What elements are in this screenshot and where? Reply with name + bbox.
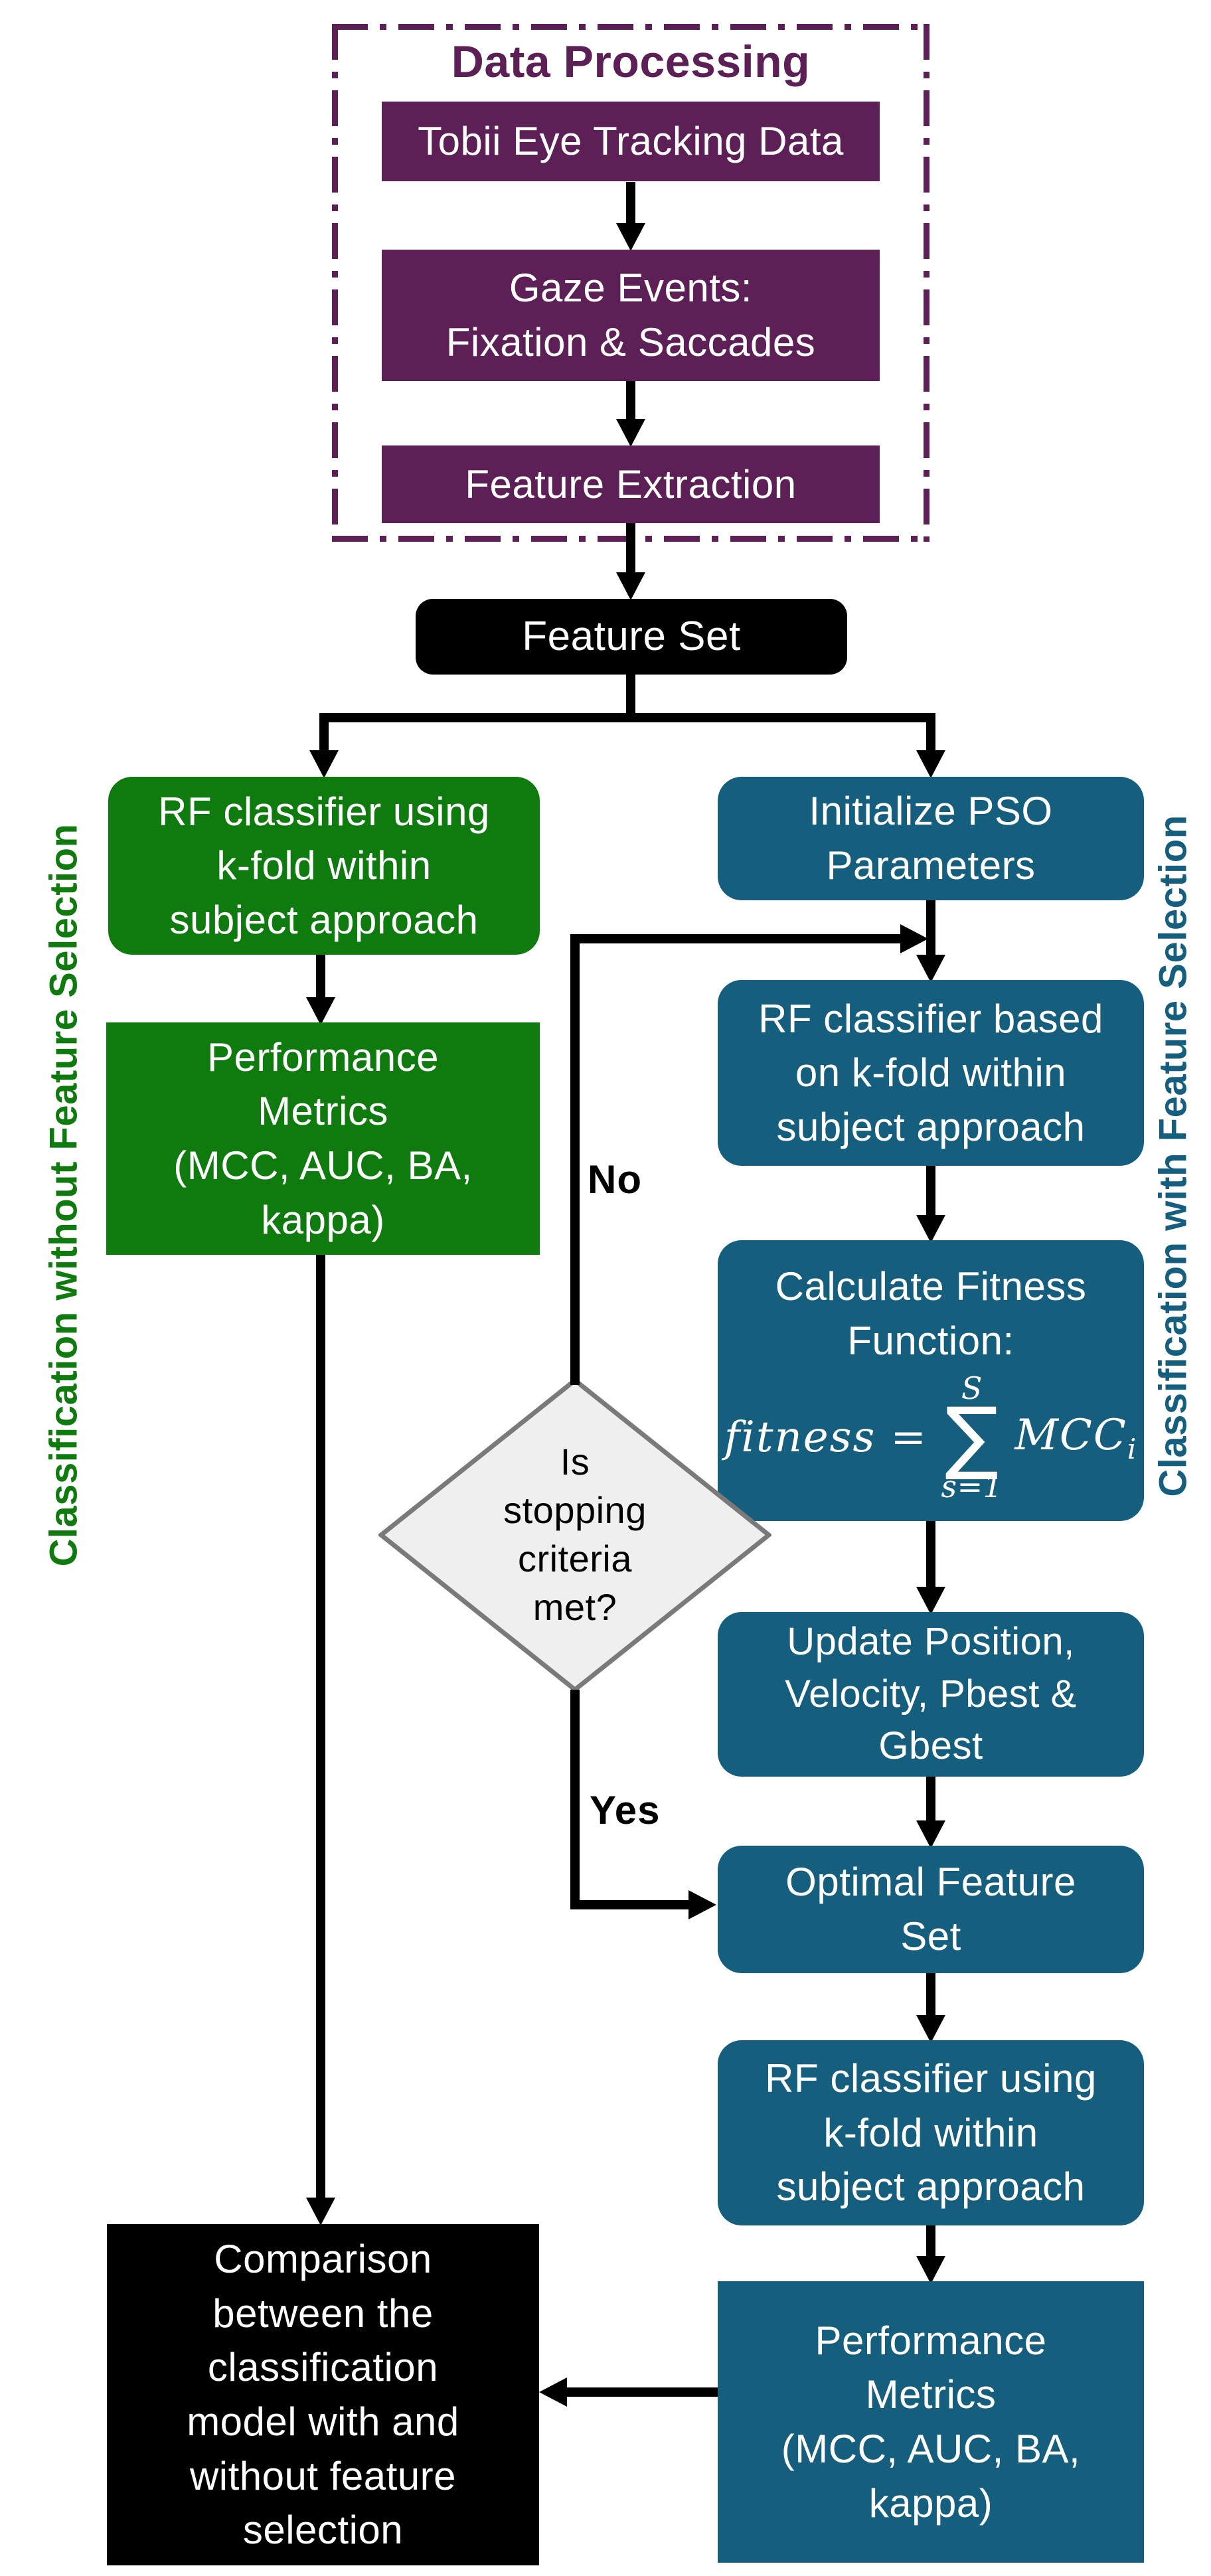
node-comparison: Comparison between the classification mo… — [107, 2224, 539, 2565]
node-feature-set: Feature Set — [416, 599, 847, 675]
data-processing-frame-top — [332, 24, 929, 30]
node-rf-classifier-without-fs: RF classifier using k-fold within subjec… — [108, 777, 540, 955]
arrow-update-to-optimal — [926, 1777, 935, 1820]
node-gaze-events: Gaze Events: Fixation & Saccades — [382, 250, 880, 381]
arrowhead-init-pso-to-rf-pso — [916, 955, 945, 983]
summation-lower-limit: s=1 — [941, 1469, 1003, 1505]
sigma-symbol: ∑ — [945, 1391, 999, 1484]
formula-equals: = — [890, 1412, 927, 1462]
node-optimal-feature-set: Optimal Feature Set — [718, 1846, 1144, 1973]
arrow-fitness-to-update — [926, 1521, 935, 1589]
node-label: Initialize PSO Parameters — [809, 789, 1053, 888]
yes-path-horizontal — [570, 1900, 691, 1909]
arrow-rf-without-to-metrics — [316, 955, 325, 1000]
node-update-position-velocity: Update Position, Velocity, Pbest & Gbest — [718, 1612, 1144, 1777]
data-processing-title: Data Processing — [451, 37, 811, 87]
arrowhead-gaze-to-feature-extraction — [616, 419, 645, 447]
node-label: RF classifier using k-fold within subjec… — [765, 2056, 1097, 2210]
summation-upper-limit: S — [961, 1370, 983, 1407]
arrowhead-tobii-to-gaze — [616, 223, 645, 251]
arrowhead-yes-path — [688, 1890, 716, 1919]
formula-rhs-text: MCC — [1014, 1411, 1127, 1461]
arrowhead-feature-extraction-to-feature-set — [616, 572, 645, 600]
decision-label: Is stopping criteria met? — [503, 1441, 647, 1628]
arrowhead-into-rf-without — [309, 750, 339, 778]
formula-rhs-subscript: i — [1127, 1432, 1138, 1465]
arrow-optimal-to-rf-optimal — [926, 1973, 935, 2018]
node-label: RF classifier based on k-fold within sub… — [758, 996, 1103, 1149]
connector-split-left-drop — [319, 713, 329, 753]
node-label: Tobii Eye Tracking Data — [418, 119, 844, 164]
yes-path-vertical — [570, 1690, 580, 1909]
node-rf-classifier-pso: RF classifier based on k-fold within sub… — [718, 980, 1144, 1166]
arrowhead-optimal-to-rf-optimal — [916, 2015, 945, 2043]
node-label: Feature Extraction — [465, 461, 797, 507]
node-label: Comparison between the classification mo… — [187, 2237, 459, 2553]
edge-label-yes: Yes — [590, 1788, 661, 1832]
node-label: Gaze Events: Fixation & Saccades — [445, 266, 816, 364]
node-label: Optimal Feature Set — [785, 1860, 1076, 1959]
arrowhead-rf-without-to-metrics — [306, 997, 335, 1025]
formula-summation: S ∑ s=1 — [941, 1373, 1003, 1502]
arrowhead-fitness-to-update — [916, 1587, 945, 1615]
node-label: RF classifier using k-fold within subjec… — [158, 789, 490, 942]
edge-label-no: No — [588, 1157, 642, 1202]
node-label: Performance Metrics (MCC, AUC, BA, kappa… — [173, 1034, 473, 1242]
arrowhead-no-path — [900, 924, 928, 953]
arrowhead-into-init-pso — [916, 750, 945, 778]
node-label: Feature Set — [522, 613, 741, 659]
node-feature-extraction: Feature Extraction — [382, 445, 880, 523]
arrowhead-update-to-optimal — [916, 1820, 945, 1848]
arrowhead-metrics-without-to-comparison — [306, 2198, 335, 2225]
node-label: Update Position, Velocity, Pbest & Gbest — [785, 1619, 1077, 1768]
connector-split-right-drop — [926, 713, 935, 753]
arrow-gaze-to-feature-extraction — [626, 381, 635, 422]
arrowhead-metrics-with-to-comparison — [539, 2377, 567, 2407]
node-performance-metrics-with-fs: Performance Metrics (MCC, AUC, BA, kappa… — [718, 2281, 1144, 2563]
connector-split-horizontal — [319, 713, 935, 722]
arrow-metrics-with-to-comparison — [566, 2387, 718, 2397]
formula-rhs: MCCi — [1014, 1407, 1137, 1468]
fitness-heading: Calculate Fitness Function: — [775, 1263, 1087, 1363]
arrow-feature-extraction-to-feature-set — [626, 523, 635, 575]
node-rf-classifier-with-fs: RF classifier using k-fold within subjec… — [718, 2040, 1144, 2225]
arrow-metrics-without-to-comparison — [316, 1255, 325, 2200]
arrow-rf-pso-to-fitness — [926, 1166, 935, 1218]
arrow-init-pso-to-rf-pso — [926, 900, 935, 957]
no-path-horizontal — [570, 934, 903, 943]
node-label: Performance Metrics (MCC, AUC, BA, kappa… — [781, 2318, 1081, 2526]
node-calculate-fitness: Calculate Fitness Function: fitness = S … — [718, 1240, 1144, 1521]
arrowhead-rf-optimal-to-metrics-with — [916, 2256, 945, 2284]
fitness-formula: fitness = S ∑ s=1 MCCi — [724, 1373, 1138, 1502]
no-path-vertical — [570, 934, 580, 1385]
arrowhead-rf-pso-to-fitness — [916, 1215, 945, 1243]
node-initialize-pso: Initialize PSO Parameters — [718, 777, 1144, 900]
formula-lhs: fitness — [724, 1412, 876, 1462]
arrow-tobii-to-gaze — [626, 182, 635, 226]
data-processing-frame-right — [924, 24, 929, 542]
arrow-rf-optimal-to-metrics-with — [926, 2225, 935, 2259]
side-label-without-fs: Classification without Feature Selection — [42, 823, 86, 1567]
side-label-with-fs: Classification with Feature Selection — [1151, 815, 1195, 1497]
connector-feature-set-down — [626, 675, 635, 718]
data-processing-frame-left — [332, 24, 338, 542]
node-performance-metrics-without-fs: Performance Metrics (MCC, AUC, BA, kappa… — [106, 1022, 540, 1255]
node-tobii-eye-tracking-data: Tobii Eye Tracking Data — [382, 102, 880, 181]
